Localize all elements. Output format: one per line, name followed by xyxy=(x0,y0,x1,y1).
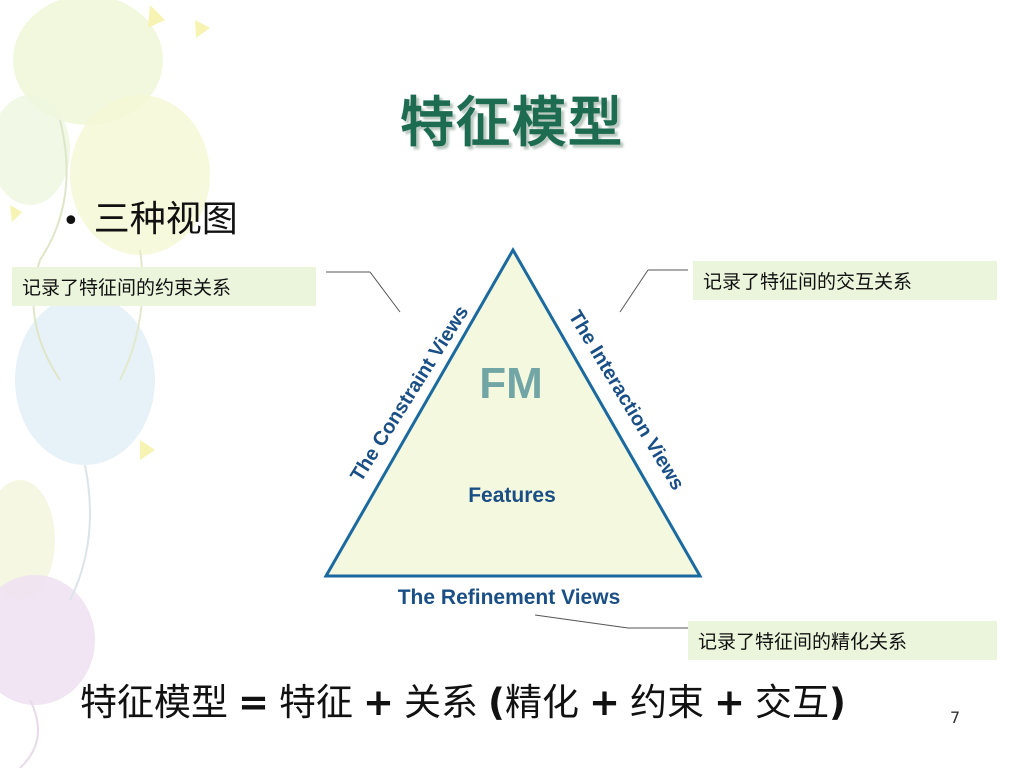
equation-term-features: 特征 xyxy=(279,681,354,724)
equation-lhs: 特征模型 xyxy=(80,681,228,724)
slide-title: 特征模型 xyxy=(400,91,624,154)
bullet-item: • 三种视图 xyxy=(62,190,238,242)
interaction-callout: 记录了特征间的交互关系 xyxy=(693,261,997,300)
left-callout-pointer xyxy=(369,271,401,313)
constraint-callout: 记录了特征间的约束关系 xyxy=(12,267,316,306)
right-callout-pointer xyxy=(619,269,649,313)
page-number: 7 xyxy=(950,708,961,727)
equation-plus: + xyxy=(588,681,620,724)
feature-model-equation: 特征模型=特征+关系(精化+约束+交互) xyxy=(80,672,846,726)
triangle-shape xyxy=(323,246,703,578)
refinement-callout: 记录了特征间的精化关系 xyxy=(688,621,997,660)
fm-label: FM xyxy=(479,359,543,408)
equation-term-constraint: 约束 xyxy=(629,681,704,724)
equation-close-paren: ) xyxy=(828,681,846,724)
equation-term-interaction: 交互 xyxy=(754,681,829,724)
bullet-dot-icon: • xyxy=(62,204,80,239)
equation-open-paren: ( xyxy=(488,681,505,724)
features-label: Features xyxy=(468,484,556,507)
bottom-callout-pointer xyxy=(534,614,629,629)
equation-equals: = xyxy=(238,681,270,724)
equation-plus: + xyxy=(713,681,745,724)
refinement-views-label: The Refinement Views xyxy=(398,586,621,609)
equation-term-relations: 关系 xyxy=(404,681,479,724)
equation-term-refinement: 精化 xyxy=(504,681,579,724)
equation-plus: + xyxy=(363,681,395,724)
bullet-text: 三种视图 xyxy=(93,199,238,240)
